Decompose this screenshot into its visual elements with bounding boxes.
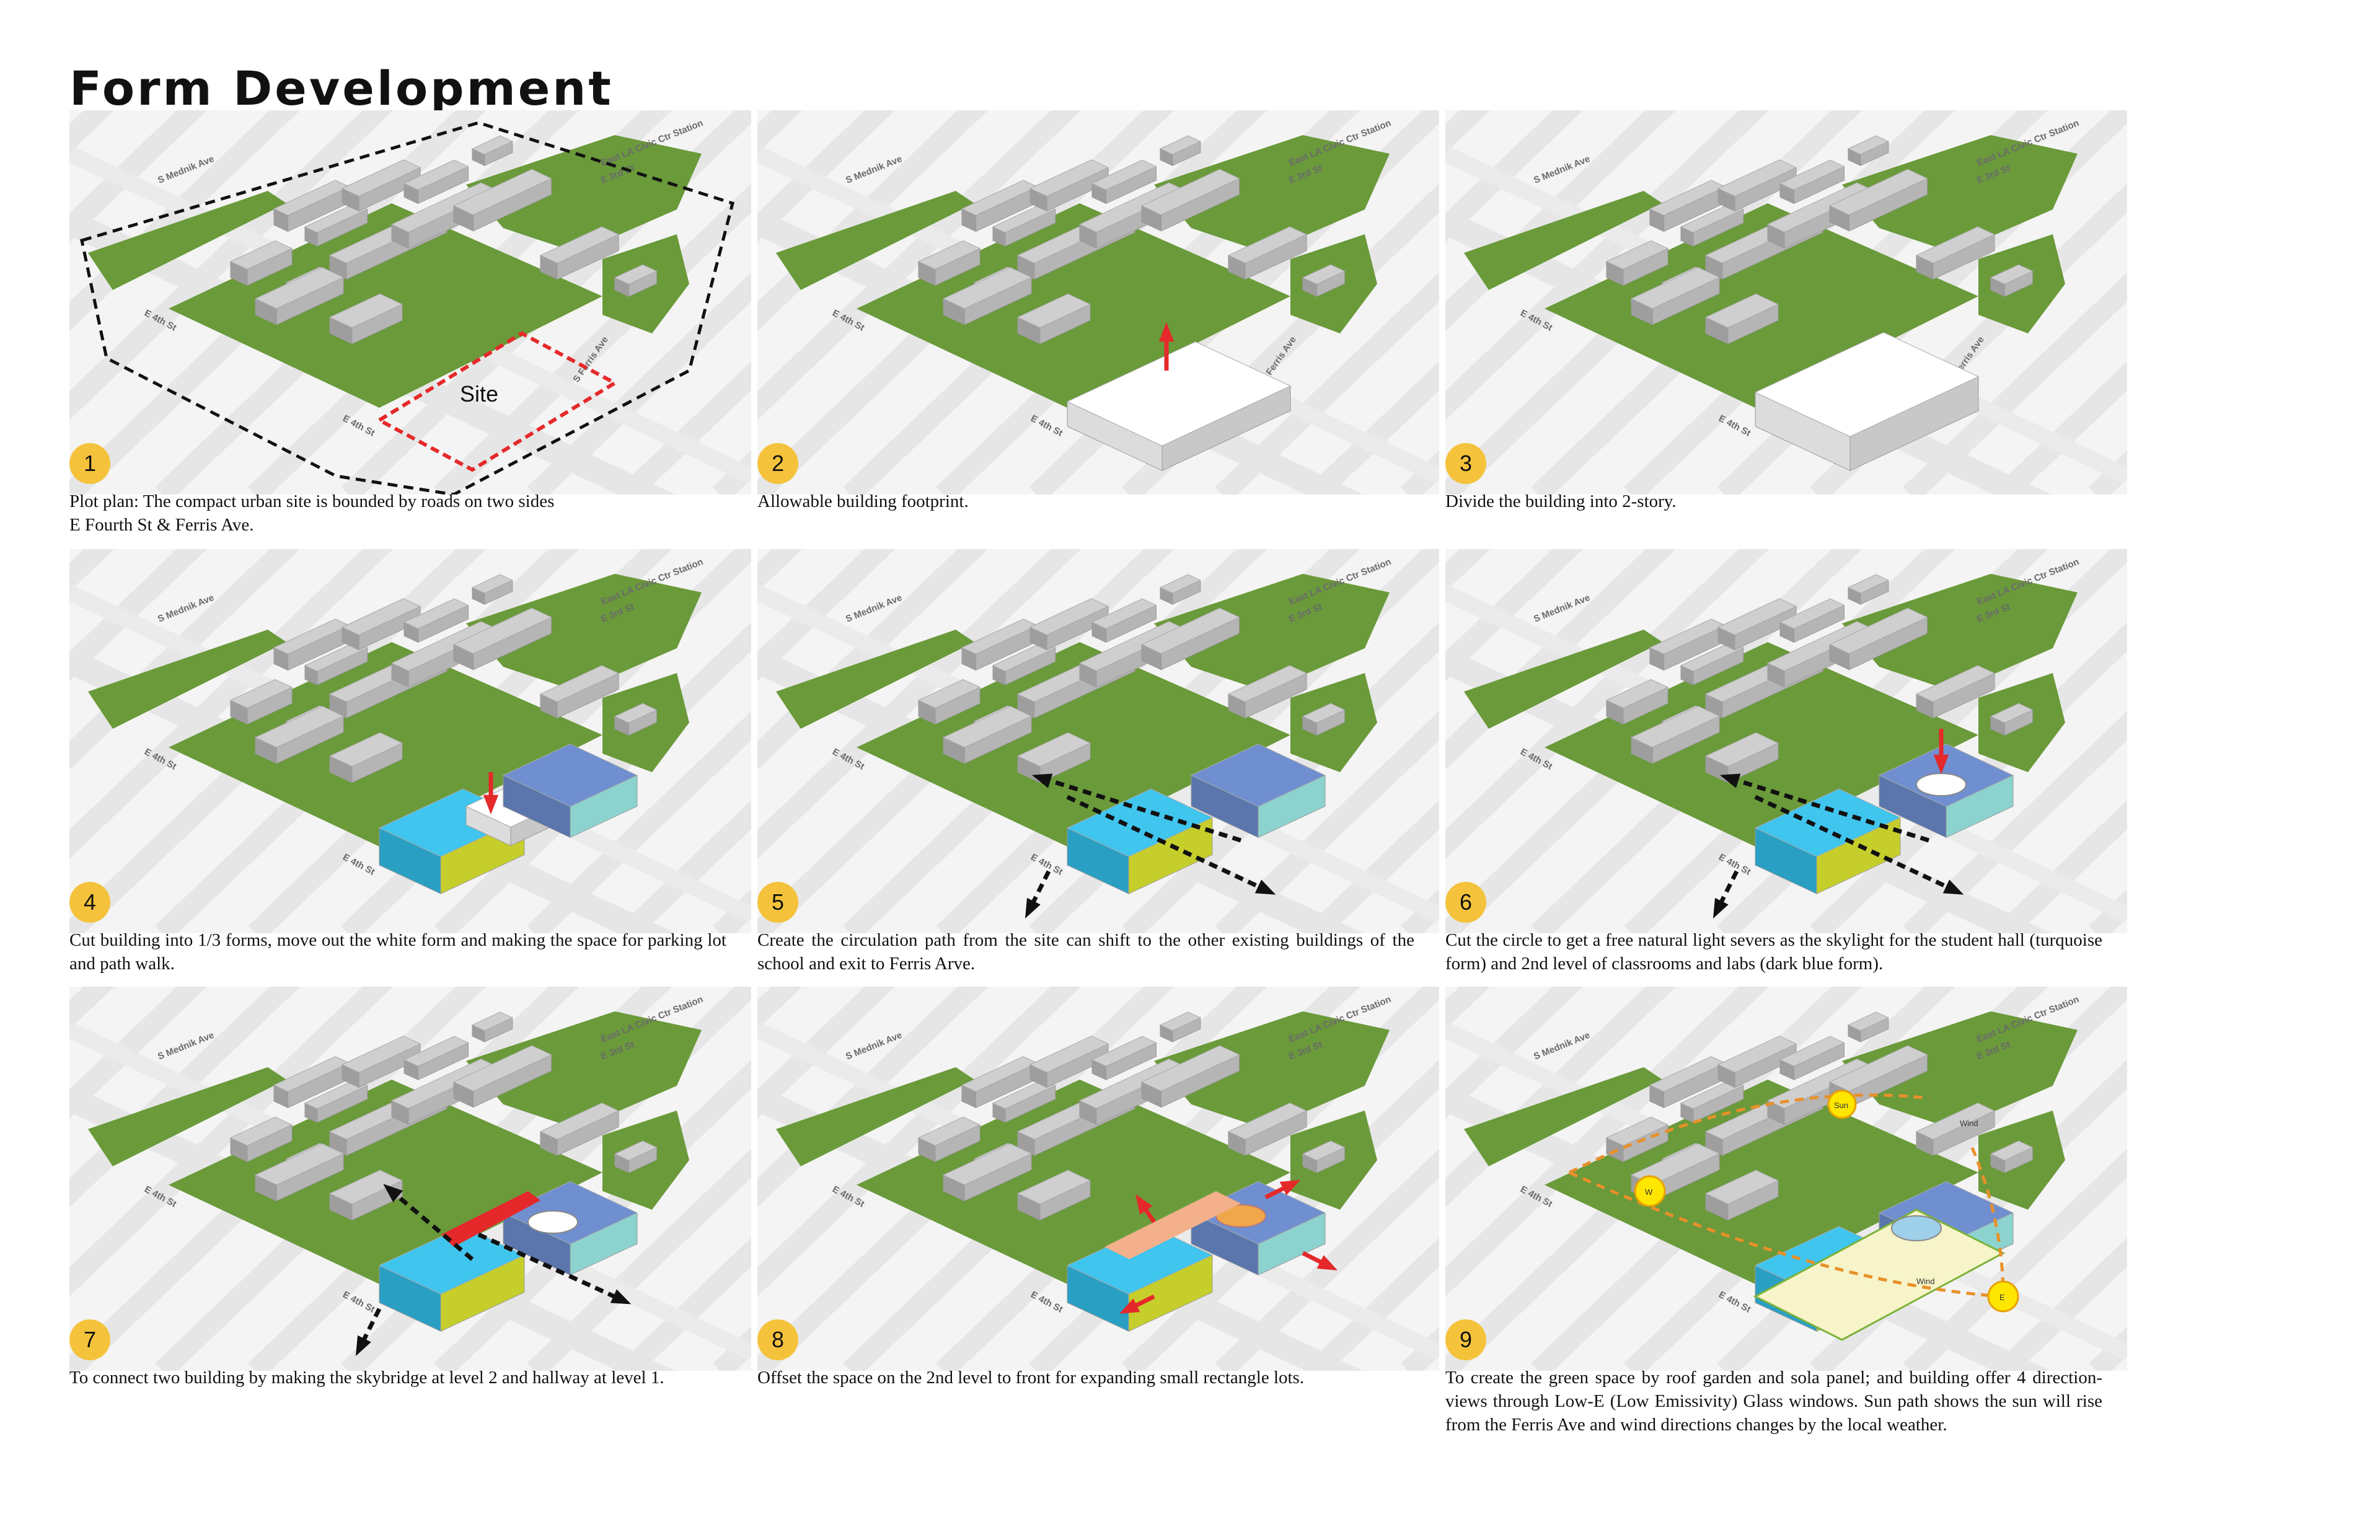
step-caption: Cut the circle to get a free natural lig… [1445, 930, 2102, 974]
step-caption: Plot plan: The compact urban site is bou… [69, 491, 555, 535]
step-caption: Offset the space on the 2nd level to fro… [757, 1368, 1305, 1388]
step-number-badge: 6 [1445, 882, 1486, 923]
page-title: Form Development [69, 61, 614, 116]
scheme-3 [1754, 332, 1980, 472]
scheme-1: Site [80, 121, 735, 495]
site-label: Site [460, 381, 498, 407]
step-number-badge: 4 [69, 882, 110, 923]
step-caption: To connect two building by making the sk… [69, 1368, 664, 1388]
east-label: E [1999, 1293, 2005, 1302]
step-number-badge: 2 [757, 443, 798, 484]
step-caption: Divide the building into 2-story. [1445, 491, 1677, 511]
step-caption: Create the circulation path from the sit… [757, 930, 1414, 974]
step-number-badge: 3 [1445, 443, 1486, 484]
step-caption: To create the green space by roof garden… [1445, 1368, 2102, 1435]
step-caption: Allowable building footprint. [757, 491, 969, 511]
step-number-badge: 1 [69, 443, 110, 484]
step-number-badge: 5 [757, 882, 798, 923]
scheme-6 [1712, 729, 2014, 919]
wind-label-1: Wind [1960, 1119, 1978, 1128]
scheme-8 [1066, 1179, 1338, 1332]
sun-label: Sun [1834, 1101, 1848, 1110]
step-number-badge: 8 [757, 1319, 798, 1360]
scheme-7 [355, 1181, 638, 1357]
west-label: W [1645, 1187, 1653, 1197]
step-caption: Cut building into 1/3 forms, move out th… [69, 930, 726, 974]
scheme-5 [1025, 744, 1326, 919]
step-number-badge: 9 [1445, 1319, 1486, 1360]
scheme-2 [1066, 322, 1292, 472]
scheme-4 [378, 744, 638, 894]
wind-label-2: Wind [1916, 1277, 1935, 1286]
step-number-badge: 7 [69, 1319, 110, 1360]
